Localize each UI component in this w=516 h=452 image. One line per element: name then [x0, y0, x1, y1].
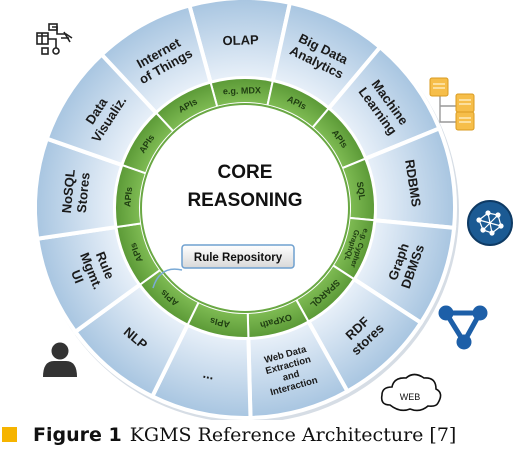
- api-segment-label-line: SQL: [355, 181, 368, 201]
- api-segment-label-line: e.g. MDX: [223, 85, 261, 96]
- outer-segment-label-line: and: [282, 368, 301, 383]
- core-title-line1: CORE: [218, 162, 273, 183]
- core-title-line2: REASONING: [187, 190, 302, 211]
- rule-repository-label: Rule Repository: [194, 252, 283, 264]
- api-segment-label: APIs: [122, 186, 134, 207]
- outer-segment-label-line: OLAP: [222, 32, 259, 48]
- outer-segment-label-line: UI: [68, 268, 87, 286]
- outer-segment-label: ...: [202, 366, 216, 383]
- caption-text: KGMS Reference Architecture [7]: [129, 424, 457, 446]
- rule-repository-connector: [152, 268, 183, 289]
- caption-figure-number: Figure 1: [33, 424, 122, 446]
- iot-devices-icon: [36, 23, 73, 55]
- outer-segment-label-line: RDBMS: [402, 158, 424, 208]
- api-segment-label: SQL: [355, 181, 368, 201]
- api-segment-label: APIs: [209, 316, 231, 330]
- outer-segment-label-line: ...: [202, 366, 216, 383]
- database-tables-icon: [429, 77, 475, 131]
- web-cloud-label: WEB: [400, 392, 421, 402]
- outer-segment-label: RDBMS: [402, 158, 424, 208]
- outer-segment-label-line: NoSQL: [59, 169, 78, 214]
- caption-marker: [2, 427, 17, 442]
- api-segment-label-line: APIs: [209, 316, 231, 330]
- graph-network-icon: [467, 200, 513, 246]
- web-cloud-icon: WEB: [380, 373, 442, 412]
- outer-segment-label-line: Stores: [74, 172, 93, 214]
- rdf-graph-icon: [438, 305, 488, 350]
- outer-segment-label: OLAP: [222, 32, 259, 48]
- api-segment-label: e.g. MDX: [223, 85, 261, 96]
- rule-repository-box: [181, 244, 295, 269]
- rule-repository: Rule Repository: [152, 244, 295, 289]
- figure-caption: Figure 1 KGMS Reference Architecture [7]: [2, 424, 516, 450]
- api-segment-label-line: APIs: [122, 186, 134, 207]
- user-icon: [43, 342, 77, 377]
